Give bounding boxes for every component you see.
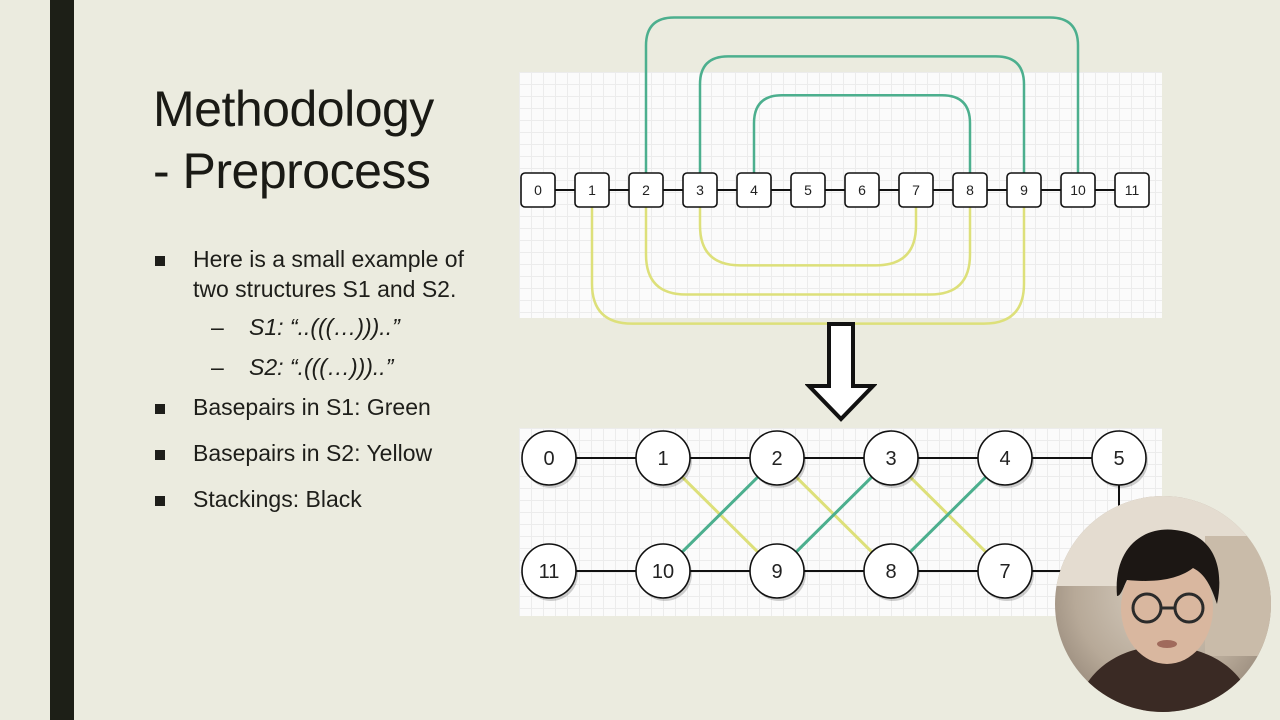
left-accent-bar: [50, 0, 74, 720]
graph-diagram-canvas: 0 1 2 3 4 5 7 8 9 10 11: [521, 430, 1148, 601]
linear-node-label: 4: [750, 182, 758, 198]
linear-node-label: 10: [1070, 182, 1086, 198]
bullet-item: Stackings: Black: [155, 484, 495, 514]
graph-node-circle: [521, 430, 577, 486]
graph-node-circle: [749, 430, 805, 486]
bullet-square-icon: [155, 404, 165, 414]
sub-bullet-dash: –: [211, 314, 224, 340]
graph-node-label: 4: [999, 448, 1010, 470]
bullet-square-icon: [155, 450, 165, 460]
graph-node-label: 9: [771, 561, 782, 583]
bullet-text: Basepairs in S2: Yellow: [193, 440, 433, 466]
linear-node-label: 0: [534, 182, 542, 198]
graph-node-circle: [863, 543, 919, 599]
graph-node-label: 5: [1113, 448, 1124, 470]
linear-node-label: 1: [588, 182, 596, 198]
yellow-basepair-arc: [698, 207, 918, 267]
graph-node-circle: [863, 430, 919, 486]
sub-bullet-text: S1: “..(((…)))..”: [249, 314, 400, 340]
green-basepair-arc: [752, 93, 972, 173]
linear-node-label: 9: [1020, 182, 1028, 198]
linear-node-box: [1060, 172, 1096, 208]
presenter-video-icon: [1055, 496, 1271, 712]
title-line-2: - Preprocess: [153, 143, 431, 199]
linear-node-box: [628, 172, 664, 208]
sub-bullet-dash: –: [211, 354, 224, 380]
bullet-text: Basepairs in S1: Green: [193, 394, 431, 420]
linear-diagram-canvas: 0 1 2 3 4 5 6 7 8 9 10 11: [520, 16, 1150, 325]
graph-node-label: 3: [885, 448, 896, 470]
yellow-basepair-arc: [644, 207, 972, 296]
graph-node-label: 8: [885, 561, 896, 583]
bullet-item: Here is a small example of two structure…: [155, 244, 495, 304]
bullet-square-icon: [155, 496, 165, 506]
down-arrow-icon: [805, 322, 877, 422]
graph-structure-diagram: 0 1 2 3 4 5 7 8 9 10 11: [519, 428, 1162, 616]
graph-node-circle: [521, 543, 577, 599]
yellow-basepair-arc: [590, 207, 1026, 325]
bullet-item: Basepairs in S2: Yellow: [155, 438, 495, 468]
linear-node-box: [898, 172, 934, 208]
bullet-item: Basepairs in S1: Green: [155, 392, 495, 422]
linear-node-box: [952, 172, 988, 208]
linear-node-label: 2: [642, 182, 650, 198]
linear-node-box: [1114, 172, 1150, 208]
graph-node-circle: [635, 543, 691, 599]
graph-node-label: 11: [539, 561, 560, 583]
linear-node-box: [520, 172, 556, 208]
graph-node-circle: [1091, 430, 1147, 486]
linear-node-label: 6: [858, 182, 866, 198]
linear-node-box: [574, 172, 610, 208]
presenter-webcam: [1055, 496, 1271, 712]
sub-bullet-item: – S2: “.(((…)))..”: [155, 352, 495, 382]
linear-node-label: 7: [912, 182, 920, 198]
linear-node-box: [844, 172, 880, 208]
green-basepair-arc: [644, 16, 1080, 173]
linear-node-label: 11: [1125, 182, 1140, 198]
graph-node-label: 10: [652, 561, 674, 583]
linear-node-label: 8: [966, 182, 974, 198]
linear-node-label: 5: [804, 182, 812, 198]
graph-node-circle: [977, 430, 1033, 486]
linear-node-box: [736, 172, 772, 208]
linear-node-box: [1006, 172, 1042, 208]
sub-bullet-item: – S1: “..(((…)))..”: [155, 312, 495, 342]
bullet-list: Here is a small example of two structure…: [155, 244, 495, 514]
slide-title: Methodology - Preprocess: [153, 78, 434, 202]
bullet-text: Stackings: Black: [193, 486, 362, 512]
linear-node-box: [790, 172, 826, 208]
linear-node-label: 3: [696, 182, 704, 198]
graph-node-circle: [749, 543, 805, 599]
title-line-1: Methodology: [153, 81, 434, 137]
green-basepair-arc: [698, 55, 1026, 173]
graph-node-label: 1: [657, 448, 668, 470]
graph-node-label: 0: [543, 448, 554, 470]
graph-node-circle: [977, 543, 1033, 599]
linear-node-box: [682, 172, 718, 208]
graph-node-label: 2: [771, 448, 782, 470]
bullet-text: Here is a small example of two structure…: [193, 246, 464, 302]
graph-node-circle: [635, 430, 691, 486]
sub-bullet-text: S2: “.(((…)))..”: [249, 354, 394, 380]
graph-node-label: 7: [999, 561, 1010, 583]
bullet-square-icon: [155, 256, 165, 266]
linear-structure-diagram: 0 1 2 3 4 5 6 7 8 9 10 11: [519, 16, 1162, 325]
